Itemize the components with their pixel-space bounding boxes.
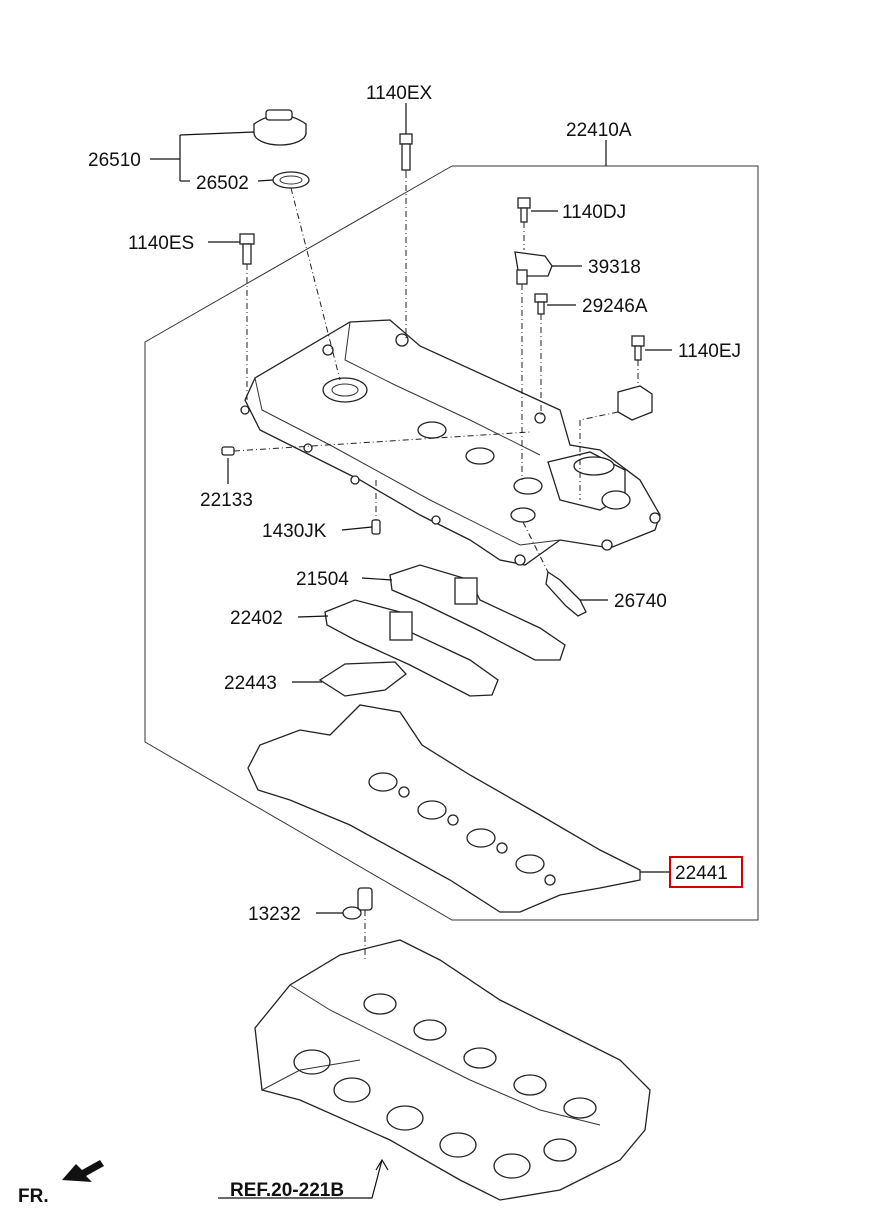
pin-22133[interactable] <box>221 446 235 456</box>
sensor-bracket-1140EJ[interactable] <box>617 385 653 421</box>
label-29246A[interactable]: 29246A <box>582 296 648 317</box>
label-21504[interactable]: 21504 <box>296 569 349 590</box>
plate-22402[interactable] <box>324 599 499 697</box>
label-ref[interactable]: REF.20-221B <box>230 1180 344 1201</box>
label-22443[interactable]: 22443 <box>224 673 277 694</box>
label-1140ES[interactable]: 1140ES <box>128 233 194 254</box>
pin-1430JK[interactable] <box>371 519 381 535</box>
label-22441[interactable]: 22441 <box>675 863 728 884</box>
gasket-22443[interactable] <box>318 661 407 697</box>
valve-29246A[interactable] <box>534 293 548 315</box>
label-1140EX[interactable]: 1140EX <box>366 83 433 104</box>
bolt-1140EX[interactable] <box>399 133 413 172</box>
cap-gasket[interactable] <box>272 171 310 189</box>
label-26510[interactable]: 26510 <box>88 150 141 171</box>
label-1140EJ[interactable]: 1140EJ <box>678 341 741 362</box>
label-39318[interactable]: 39318 <box>588 257 641 278</box>
bolt-1140DJ[interactable] <box>517 197 531 223</box>
label-22402[interactable]: 22402 <box>230 608 283 629</box>
label-22410A[interactable]: 22410A <box>566 120 632 141</box>
leader-lines <box>150 103 672 1199</box>
valve-cover-gasket-22441[interactable] <box>247 704 641 913</box>
assembly-frame <box>144 165 759 921</box>
front-arrow-icon <box>62 1160 104 1182</box>
label-26740[interactable]: 26740 <box>614 591 667 612</box>
label-fr: FR. <box>18 1186 49 1207</box>
pcv-valve-26740[interactable] <box>545 570 587 617</box>
label-22133[interactable]: 22133 <box>200 490 253 511</box>
label-13232[interactable]: 13232 <box>248 904 301 925</box>
seal-13232[interactable] <box>342 887 373 920</box>
part-labels: 26510 26502 1140EX 22410A 1140DJ 1140ES … <box>18 83 741 1207</box>
label-1140DJ[interactable]: 1140DJ <box>562 202 626 223</box>
cam-sensor-39318[interactable] <box>514 251 553 285</box>
bolt-1140EJ[interactable] <box>631 335 645 361</box>
label-1430JK[interactable]: 1430JK <box>262 521 327 542</box>
cylinder-head-reference[interactable] <box>254 939 651 1201</box>
oil-filler-cap[interactable] <box>253 109 307 146</box>
highlight-box-22441 <box>669 856 743 888</box>
bolt-1140ES[interactable] <box>239 233 255 265</box>
valve-cover[interactable] <box>240 319 661 566</box>
plate-21504[interactable] <box>389 564 566 661</box>
alignment-lines <box>233 172 639 960</box>
label-26502[interactable]: 26502 <box>196 173 249 194</box>
